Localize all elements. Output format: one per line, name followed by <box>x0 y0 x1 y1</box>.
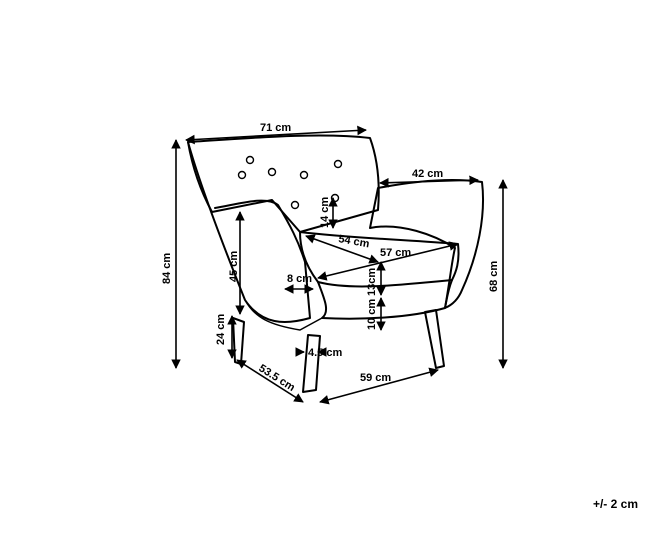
label-leg-width: 4.5 cm <box>308 347 342 359</box>
label-cushion-thickness: 13cm <box>366 268 378 296</box>
label-seat-height: 45 cm <box>228 251 240 282</box>
dim-line-arm-width <box>379 175 479 188</box>
label-arm-height: 68 cm <box>488 261 500 292</box>
label-width-total: 71 cm <box>260 122 291 134</box>
label-total-height: 84 cm <box>161 253 173 284</box>
tuft-button <box>299 170 309 180</box>
tuft-button <box>267 167 277 177</box>
chair-seat-cushion <box>299 231 460 288</box>
chair-right-arm <box>369 179 485 309</box>
label-arm-width: 42 cm <box>412 168 443 180</box>
dim-line-width-total <box>185 125 367 145</box>
label-button-height: 14 cm <box>319 197 331 228</box>
chair-leg-front-right <box>302 334 321 393</box>
dim-line-seat-width <box>317 241 459 281</box>
tuft-button <box>237 170 247 180</box>
chair-front-body <box>244 299 323 331</box>
dimension-labels: 71 cm 42 cm 14 cm 54 cm 57 cm 45 cm 8 cm… <box>161 122 500 394</box>
tuft-button <box>290 200 300 210</box>
label-frame-height: 10 cm <box>366 299 378 330</box>
label-base-width: 59 cm <box>360 372 391 384</box>
label-base-depth: 53.5 cm <box>256 362 297 394</box>
label-leg-height: 24 cm <box>215 314 227 345</box>
chair-leg-front-left <box>232 317 245 365</box>
chair-back <box>187 134 380 233</box>
label-seat-depth: 54 cm <box>337 233 370 250</box>
tuft-button <box>333 159 343 169</box>
label-arm-thickness: 8 cm <box>287 273 312 285</box>
tolerance-note: +/- 2 cm <box>592 497 638 511</box>
dimension-lines <box>171 125 508 405</box>
dim-line-base-width <box>319 367 439 405</box>
chair-left-arm <box>187 141 311 323</box>
chair-leg-back-right <box>424 309 445 369</box>
dim-line-base-depth <box>236 359 304 403</box>
tuft-button <box>245 155 255 165</box>
label-seat-width: 57 cm <box>380 247 411 259</box>
